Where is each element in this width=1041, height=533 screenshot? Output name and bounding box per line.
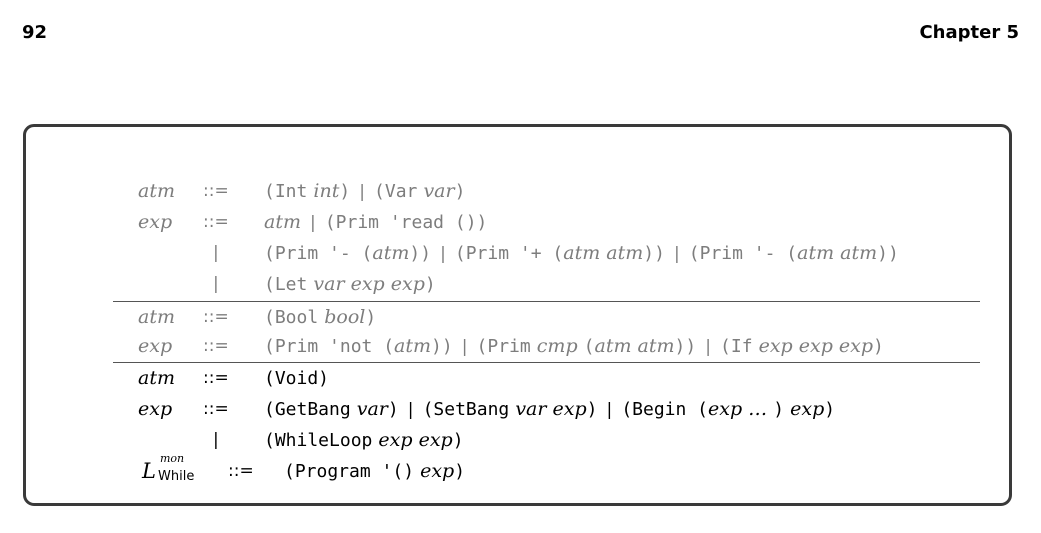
paren-close: )) [409, 243, 432, 264]
nonterminal-atm: atm [138, 367, 175, 389]
term-prim-not: (Prim 'not ( [264, 336, 395, 357]
paren-close: ) [773, 399, 785, 420]
paren-close: )) [877, 243, 899, 264]
meta-var: var [423, 180, 455, 202]
language-superscript: mon [160, 452, 185, 465]
production-rhs: (Int int) | (Var var) [264, 176, 465, 207]
nonterminal-exp: exp [138, 335, 173, 357]
meta-atm-atm: atm atm [594, 335, 675, 357]
paren-close: ) [873, 336, 884, 357]
term-prim-read: (Prim 'read ()) [324, 212, 488, 233]
meta-int: int [313, 180, 340, 202]
alt-separator: | [310, 213, 316, 233]
meta-atm: atm [264, 211, 301, 233]
production-operator: ::= [203, 212, 229, 232]
term-begin: (Begin ( [621, 399, 709, 420]
paren-close: ) [365, 307, 377, 328]
paren-close: ) [452, 430, 464, 451]
meta-atm: atm [372, 242, 410, 264]
production-operator: ::= [203, 181, 229, 201]
production-rhs: (Program '() exp) [284, 456, 465, 487]
paren-close: ) [586, 399, 598, 420]
term-prim-add: (Prim '+ ( [454, 243, 564, 264]
meta-exp: exp [790, 398, 825, 420]
chapter-label: Chapter 5 [919, 22, 1019, 43]
term-whileloop: (WhileLoop [264, 430, 373, 451]
meta-var: var [356, 398, 388, 420]
paren-close: ) [387, 399, 399, 420]
term-prim-sub: (Prim '- ( [688, 243, 798, 264]
meta-cmp: cmp [536, 335, 578, 357]
term-bool: (Bool [264, 307, 319, 328]
paren-close: )) [643, 243, 665, 264]
alt-separator: | [440, 244, 446, 264]
term-getbang: (GetBang [264, 399, 351, 420]
paren-close: ) [824, 399, 836, 420]
meta-var-exp-exp: var exp exp [313, 273, 425, 295]
meta-bool: bool [324, 306, 366, 328]
paren-close: ) [454, 181, 466, 202]
term-var: (Var [374, 181, 418, 202]
alt-bar: | [213, 430, 219, 450]
meta-exp-exp: exp exp [378, 429, 453, 451]
alt-separator: | [606, 400, 613, 420]
production-rhs: (GetBang var) | (SetBang var exp) | (Beg… [264, 394, 835, 425]
term-prim: (Prim [476, 336, 531, 357]
alt-separator: | [705, 337, 711, 357]
production-rhs: (Prim '- (atm)) | (Prim '+ (atm atm)) | … [264, 238, 899, 269]
meta-atm-atm: atm atm [563, 242, 644, 264]
language-symbol: L [142, 459, 156, 483]
production-rhs: atm | (Prim 'read ()) [264, 207, 487, 238]
meta-var-exp: var exp [515, 398, 587, 420]
production-rhs: (Bool bool) [264, 302, 376, 333]
meta-atm: atm [394, 335, 432, 357]
alt-separator: | [359, 182, 365, 202]
paren-close: ) [424, 274, 436, 295]
meta-atm-atm: atm atm [797, 242, 878, 264]
production-rhs: (Prim 'not (atm)) | (Prim cmp (atm atm))… [264, 331, 884, 362]
nonterminal-atm: atm [138, 306, 175, 328]
language-subscript: While [158, 469, 195, 484]
term-program: (Program '() [284, 461, 415, 482]
section-divider [113, 362, 980, 363]
production-operator: ::= [228, 461, 254, 481]
alt-bar: | [213, 243, 219, 263]
production-rhs: (Let var exp exp) [264, 269, 436, 300]
page-number: 92 [22, 22, 48, 43]
meta-exp-exp-exp: exp exp exp [758, 335, 874, 357]
term-setbang: (SetBang [422, 399, 510, 420]
term-let: (Let [264, 274, 308, 295]
production-operator: ::= [203, 368, 229, 388]
paren-close: )) [431, 336, 453, 357]
term-void: (Void) [264, 368, 330, 389]
alt-separator: | [461, 337, 468, 357]
production-operator: ::= [203, 307, 229, 327]
nonterminal-atm: atm [138, 180, 175, 202]
production-rhs: (WhileLoop exp exp) [264, 425, 464, 456]
meta-exp-ellipsis: exp … [708, 398, 768, 420]
alt-separator: | [673, 244, 680, 264]
term-int: (Int [264, 181, 308, 202]
section-divider [113, 301, 980, 302]
alt-separator: | [407, 400, 414, 420]
paren-open: ( [583, 336, 595, 357]
term-if: (If [720, 336, 753, 357]
paren-close: )) [674, 336, 697, 357]
nonterminal-exp: exp [138, 398, 173, 420]
alt-bar: | [213, 274, 219, 294]
nonterminal-exp: exp [138, 211, 173, 233]
term-prim-neg: (Prim '- ( [264, 243, 373, 264]
paren-close: ) [339, 181, 351, 202]
grammar-box: atm ::= (Int int) | (Var var) exp ::= at… [23, 124, 1012, 506]
paren-close: ) [454, 461, 466, 482]
production-operator: ::= [203, 336, 229, 356]
production-operator: ::= [203, 399, 229, 419]
production-rhs: (Void) [264, 363, 329, 394]
meta-exp: exp [420, 460, 455, 482]
